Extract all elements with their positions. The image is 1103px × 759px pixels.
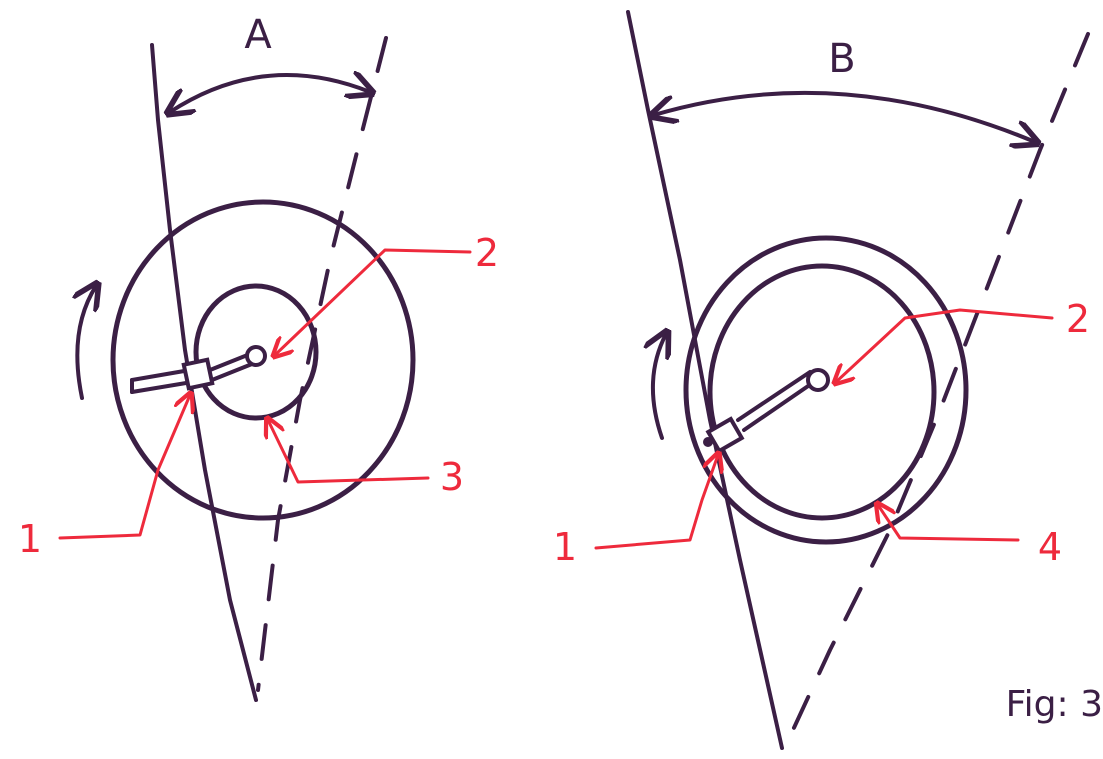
panel-b-title: B [828,36,855,82]
panel-b-crank [703,368,830,454]
panel-a-leader-2 [275,248,472,355]
panel-b-solid-line [626,10,784,750]
panel-a-leader-3 [268,420,430,484]
panel-a-outer-circle [110,199,416,521]
panel-b-rotation-arrow [653,334,666,440]
panel-b-outer-circle [683,235,969,545]
panel-b-dashed-line [784,32,1090,747]
panel-a-slider-block [181,357,215,391]
panel-b-leader-4 [878,505,1020,542]
panel-b-pivot-pin [806,368,830,392]
panel-a-rotation-arrow [77,286,96,400]
panel-b: B 2 4 1 [553,10,1090,750]
panel-a-label-1: 1 [18,517,42,561]
panel-b-label-1: 1 [553,525,577,569]
panel-a-label-3: 3 [440,455,464,499]
panel-a-dashed-line [256,36,388,692]
figure-caption: Fig: 3 [1006,684,1103,725]
panel-a-label-2: 2 [475,231,499,275]
panel-a-title: A [244,12,272,58]
panel-a-leader-1 [58,395,190,540]
panel-a-angle-arc [170,75,370,112]
panel-a-crank [130,345,267,394]
panel-a: A 2 3 1 [18,12,499,702]
panel-b-leader-2 [836,308,1054,382]
panel-a-solid-line [150,43,258,702]
panel-b-leader-1 [594,455,718,550]
panel-b-label-2: 2 [1066,297,1090,341]
panel-b-slider-block [705,416,745,454]
panel-b-angle-arc [654,90,1035,142]
panel-a-inner-circle [193,283,319,421]
panel-a-pivot-pin [245,345,267,367]
panel-b-inner-circle [707,263,937,521]
panel-b-label-4: 4 [1038,525,1062,569]
